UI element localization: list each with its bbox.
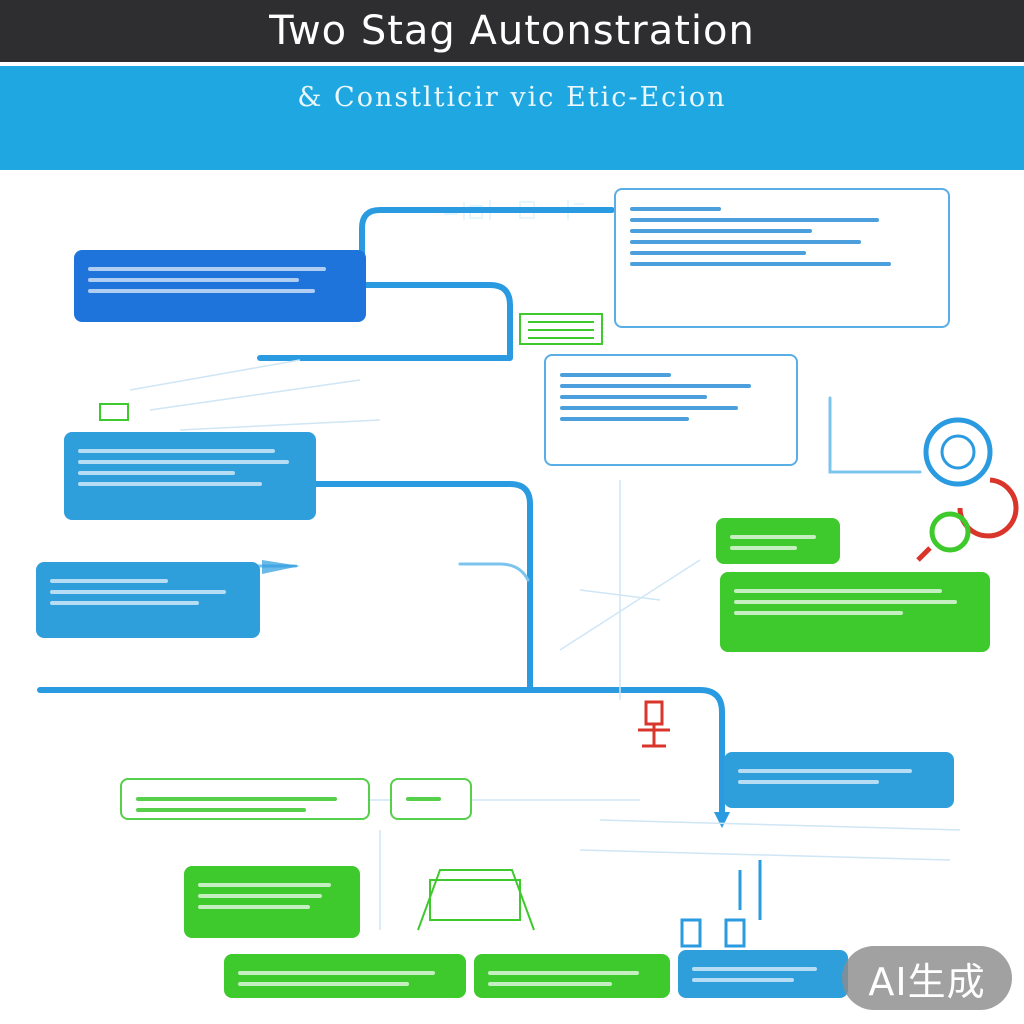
node-top-left bbox=[74, 250, 366, 322]
watermark-label: AI生成 bbox=[868, 959, 986, 1004]
connector-top-loop bbox=[359, 207, 615, 265]
connector-long-run bbox=[37, 687, 725, 823]
node-bottom-b bbox=[474, 954, 670, 998]
page-title: Two Stag Autonstration bbox=[269, 8, 755, 54]
connector-upper-run bbox=[257, 282, 513, 361]
node-lower-left bbox=[120, 778, 370, 820]
valve-icon bbox=[638, 700, 670, 748]
gear-cycle-icon bbox=[916, 417, 1019, 562]
node-top-right bbox=[614, 188, 950, 328]
machine-icon bbox=[99, 313, 603, 931]
page-subtitle: & Constlticir vic Etic-Ecion bbox=[297, 82, 727, 113]
node-right-green-large bbox=[720, 572, 990, 652]
node-bottom-a bbox=[224, 954, 466, 998]
node-left-lower bbox=[36, 562, 260, 638]
node-lower-small bbox=[390, 778, 472, 820]
node-center bbox=[544, 354, 798, 466]
ai-generated-watermark: AI生成 bbox=[842, 946, 1012, 1010]
node-right-green-small bbox=[716, 518, 840, 564]
node-bottom-c bbox=[678, 950, 848, 998]
node-left-upper bbox=[64, 432, 316, 520]
node-bottom-left bbox=[184, 866, 360, 938]
title-bar: Two Stag Autonstration bbox=[0, 0, 1024, 62]
connector-mid-run bbox=[313, 481, 533, 693]
node-right-lower bbox=[724, 752, 954, 808]
arrowhead-down bbox=[714, 812, 730, 828]
